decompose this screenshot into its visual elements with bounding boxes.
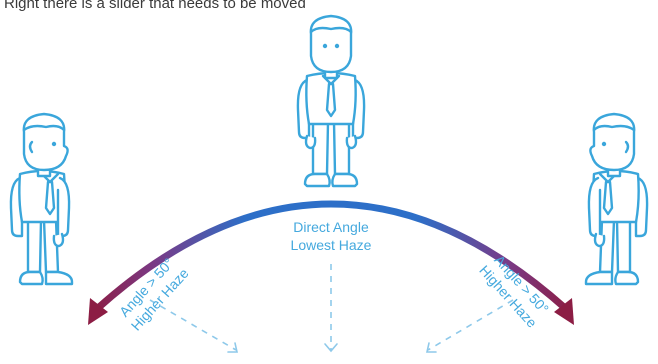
sight-line-left <box>149 299 237 351</box>
center-label-line1: Direct Angle <box>293 219 369 235</box>
center-label-line2: Lowest Haze <box>291 237 372 253</box>
arrowhead-left <box>227 342 238 353</box>
sight-arrowheads <box>227 342 437 353</box>
arrowhead-center <box>324 343 338 353</box>
person-left-icon <box>9 112 74 286</box>
header-text: Right there is a slider that needs to be… <box>4 0 306 12</box>
arc-arrow-right <box>554 298 574 325</box>
sight-line-right <box>427 299 514 351</box>
person-front-icon <box>296 14 366 188</box>
arc-arrow-left <box>88 298 108 325</box>
viewing-arc <box>94 200 569 312</box>
arrowhead-right <box>426 342 437 353</box>
person-right-icon <box>584 112 649 286</box>
sight-lines <box>149 264 514 351</box>
